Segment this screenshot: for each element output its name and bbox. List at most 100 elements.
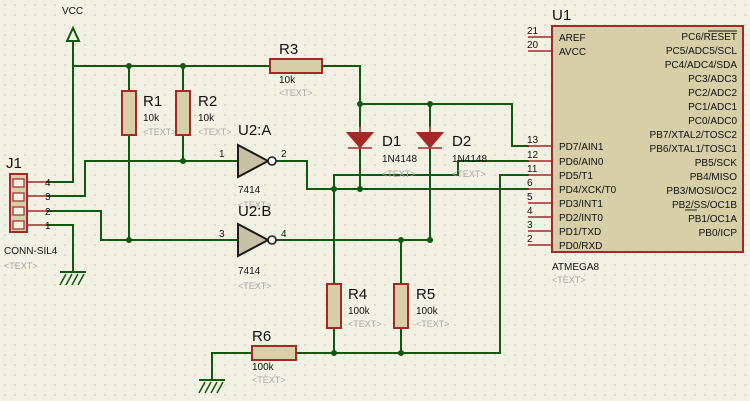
r6-value: 100k [252,362,275,373]
resistor-r3[interactable]: R3 10k <TEXT> [269,41,323,98]
u1-pin-name-right: PC2/ADC2 [688,88,737,99]
u1-pin-name: PD6/AIN0 [559,157,604,168]
u1-pin-name-right: PB4/MISO [690,172,737,183]
u2b-pin-in: 3 [219,229,225,240]
u1-pin-name-right: PC0/ADC0 [688,116,737,127]
u2a-pin-out: 2 [281,149,287,160]
u1-pin-name-right: PB3/MOSI/OC2 [666,186,737,197]
u1-pin-name: PD2/INT0 [559,213,603,224]
u1-pin-number: 4 [527,206,533,217]
u1-pin-name-right: PB1/OC1A [688,214,737,225]
u2a-pin-in: 1 [219,149,225,160]
u1-pin-name: AREF [559,33,586,44]
u1-pin-name-right: PC4/ADC4/SDA [665,60,738,71]
wires [46,40,529,381]
r3-ref: R3 [279,41,298,58]
u1-ref: U1 [552,7,571,24]
inverter-u2b[interactable]: U2:B 3 4 7414 <TEXT> [219,203,287,291]
u1-pin-name-right: PB7/XTAL2/TOSC2 [650,130,738,141]
j1-value: CONN-SIL4 [4,246,58,257]
u1-pin-name: PD4/XCK/T0 [559,185,617,196]
j1-text: <TEXT> [4,261,38,271]
d2-text: <TEXT> [452,169,486,179]
u2b-ref: U2:B [238,203,271,220]
u1-value: ATMEGA8 [552,262,599,273]
r1-ref: R1 [143,93,162,110]
j1-pin-4: 4 [45,178,51,189]
connector-j1[interactable]: J1 4 3 2 1 CONN-SIL4 <TEXT> [4,155,58,271]
u1-pin-name: PD1/TXD [559,227,601,238]
r3-text: <TEXT> [279,88,313,98]
u2b-value: 7414 [238,266,261,277]
j1-ref: J1 [6,155,22,172]
u2a-ref: U2:A [238,122,271,139]
u1-pin-name: AVCC [559,47,586,58]
u1-pin-name-right: PB6/XTAL1/TOSC1 [650,144,738,155]
r6-text: <TEXT> [252,375,286,385]
r4-text: <TEXT> [348,319,382,329]
ground-symbol-r6[interactable] [198,379,225,394]
r4-ref: R4 [348,286,367,303]
u1-pin-name-right: PC6/RESET [681,32,737,43]
j1-pin-1: 1 [45,221,51,232]
r2-value: 10k [198,113,215,124]
u1-pin-number: 12 [527,150,539,161]
resistor-r5[interactable]: R5 100k <TEXT> [393,283,450,329]
r4-value: 100k [348,306,371,317]
u2a-value: 7414 [238,185,261,196]
u1-pin-number: 5 [527,192,533,203]
u1-pin-name-right: PC1/ADC1 [688,102,737,113]
u2b-pin-out: 4 [281,229,287,240]
vcc-label: VCC [62,6,83,17]
junctions [126,63,433,356]
diode-d1[interactable]: D1 1N4148 <TEXT> [345,126,417,179]
u2a-text: <TEXT> [238,200,272,210]
u1-pin-number: 13 [527,135,539,146]
u1-text: <TEXT> [552,275,586,285]
diode-d2[interactable]: D2 1N4148 <TEXT> [415,126,487,179]
resistor-r6[interactable]: R6 100k <TEXT> [251,328,297,385]
d1-text: <TEXT> [382,169,416,179]
u1-right-pins: PC6/RESET PC5/ADC5/SCL PC4/ADC4/SDA PC3/ADC… [650,32,738,239]
r6-ref: R6 [252,328,271,345]
vcc-terminal[interactable]: VCC [62,6,83,42]
u1-pin-name: PD7/AIN1 [559,142,604,153]
u1-pin-number: 11 [527,164,538,175]
u2b-text: <TEXT> [238,281,272,291]
r5-ref: R5 [416,286,435,303]
ground-symbol-j1[interactable] [59,271,86,286]
r3-value: 10k [279,75,296,86]
u1-pin-name: PD0/RXD [559,241,602,252]
u1-pin-number: 21 [527,26,539,37]
d2-ref: D2 [452,133,471,150]
u1-pin-number: 2 [527,234,533,245]
u1-pin-number: 6 [527,178,533,189]
j1-pin-2: 2 [45,207,51,218]
u1-pin-name: PD5/T1 [559,171,593,182]
resistor-r2[interactable]: R2 10k <TEXT> [175,90,232,137]
resistor-r4[interactable]: R4 100k <TEXT> [326,283,382,329]
inverter-u2a[interactable]: U2:A 1 2 7414 <TEXT> [219,122,287,210]
u1-pin-name-right: PB5/SCK [695,158,738,169]
u1-pin-name-right: PB2/SS/OC1B [672,200,737,211]
u1-pin-number: 3 [527,220,533,231]
d2-value: 1N4148 [452,154,487,165]
u1-pin-name-right: PB0/ICP [699,228,738,239]
r2-text: <TEXT> [198,127,232,137]
u1-pin-name-right: PC3/ADC3 [688,74,737,85]
r1-text: <TEXT> [143,127,177,137]
resistor-r1[interactable]: R1 10k <TEXT> [121,90,177,137]
r5-value: 100k [416,306,439,317]
r1-value: 10k [143,113,160,124]
r2-ref: R2 [198,93,217,110]
u1-pin-name: PD3/INT1 [559,199,603,210]
u1-pin-number: 20 [527,40,539,51]
j1-pin-3: 3 [45,192,51,203]
u1-pin-name-right: PC5/ADC5/SCL [666,46,738,57]
r5-text: <TEXT> [416,319,450,329]
d1-ref: D1 [382,133,401,150]
d1-value: 1N4148 [382,154,417,165]
